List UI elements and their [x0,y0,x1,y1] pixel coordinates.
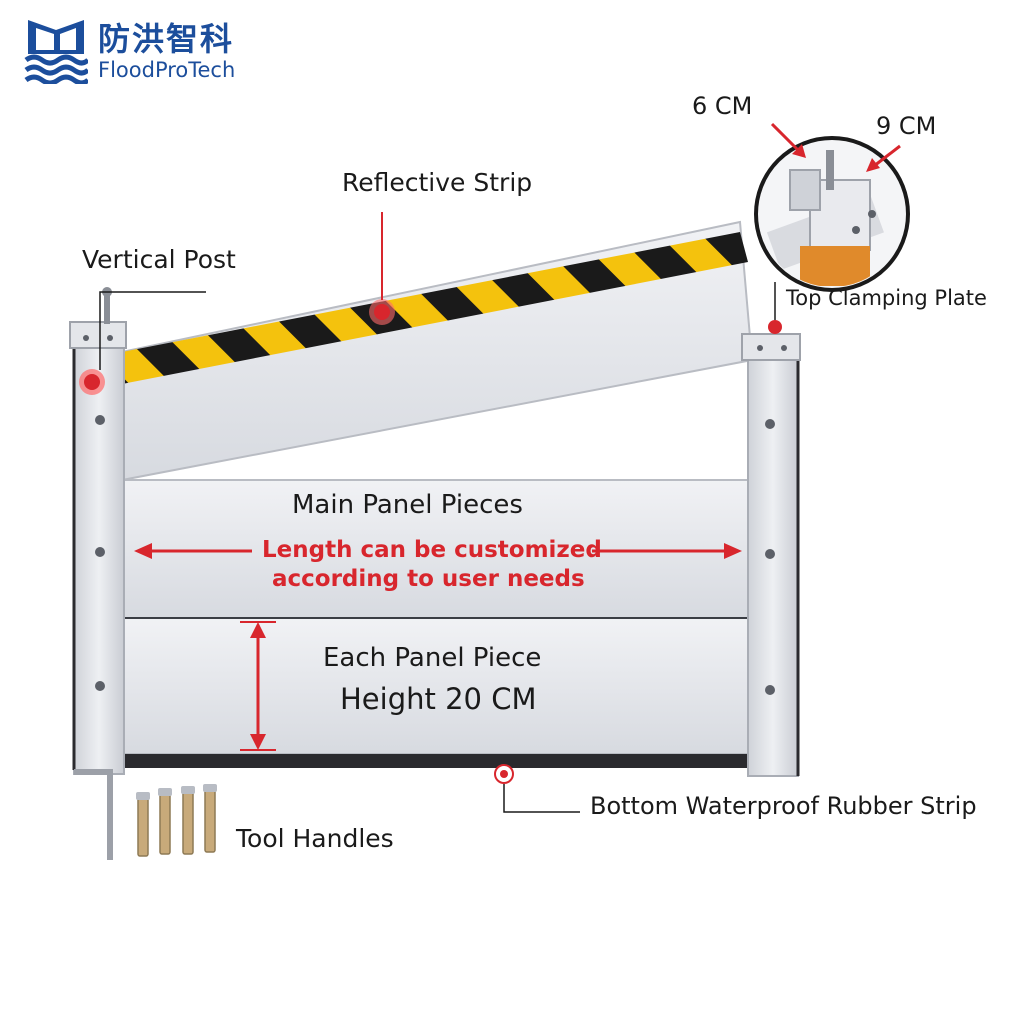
reflective-strip-label: Reflective Strip [342,168,533,197]
marker-dot-icon [494,764,514,784]
dim-9cm-label: 9 CM [876,112,937,140]
length-note-line2: according to user needs [272,566,585,592]
tool-handles-label: Tool Handles [236,824,394,853]
length-note-line1: Length can be customized [262,537,602,563]
clamping-plate-detail-inset [754,136,910,292]
marker-dot-icon [768,320,782,334]
main-panel-pieces-label: Main Panel Pieces [292,490,523,520]
left-clamping-plate [69,321,127,349]
brand-name-en: FloodProTech [98,58,236,82]
tool-handles [74,769,217,860]
panel-height-label: Height 20 CM [340,682,537,716]
dim-6cm-label: 6 CM [692,92,753,120]
bottom-rubber-strip-label: Bottom Waterproof Rubber Strip [590,792,977,820]
bottom-rubber-strip [124,754,750,768]
right-clamping-plate [741,333,801,361]
flood-logo-icon [24,20,88,84]
marker-dot-icon [79,369,105,395]
main-panel-piece [123,479,751,619]
top-clamping-plate-label: Top Clamping Plate [786,286,987,310]
marker-dot-icon [369,299,395,325]
each-panel-piece-label: Each Panel Piece [323,643,542,673]
vertical-post-label: Vertical Post [82,245,236,274]
lower-panel-piece [123,617,751,755]
brand-name-cn: 防洪智科 [98,20,235,58]
